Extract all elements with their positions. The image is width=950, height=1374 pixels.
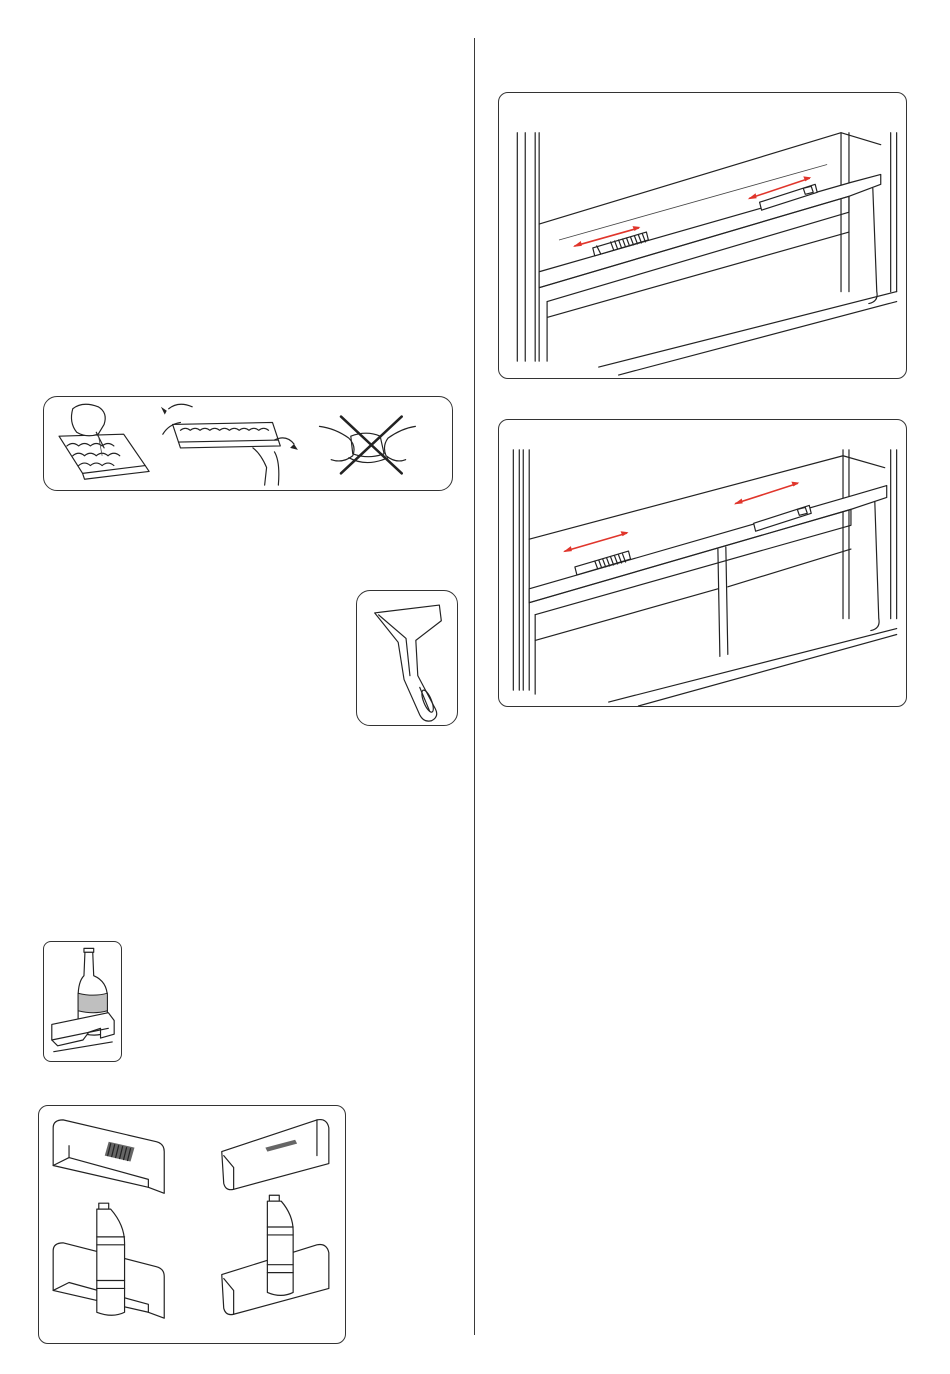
door-shelf-icon bbox=[39, 1106, 345, 1343]
column-divider bbox=[474, 38, 475, 1335]
ice-scraper-illustration bbox=[356, 590, 458, 726]
drawer-vent-slider-icon bbox=[499, 420, 906, 706]
door-shelves-illustration bbox=[38, 1105, 346, 1344]
drawer-vent-slider-icon bbox=[499, 93, 906, 378]
ice-tray-steps-icon bbox=[44, 397, 452, 490]
bottle-holder-illustration bbox=[43, 941, 122, 1062]
ice-scraper-icon bbox=[357, 591, 457, 725]
drawer-vent-single-illustration bbox=[498, 92, 907, 379]
ice-tray-illustration bbox=[43, 396, 453, 491]
drawer-vent-double-illustration bbox=[498, 419, 907, 707]
bottle-holder-icon bbox=[44, 942, 121, 1061]
